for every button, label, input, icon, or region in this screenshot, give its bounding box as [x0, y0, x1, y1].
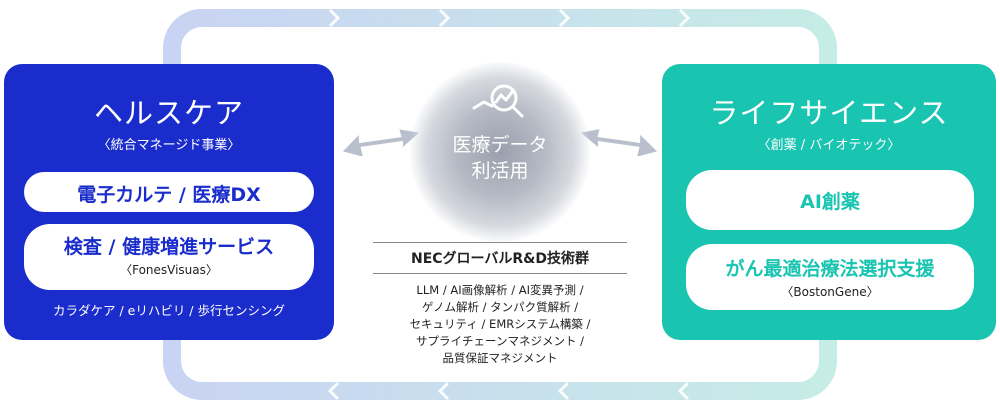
- ai-drug-pill: AI創薬: [686, 170, 974, 230]
- tech-line: セキュリティ / EMRシステム構築 /: [409, 317, 591, 331]
- healthcare-subtitle: 〈統合マネージド事業〉: [97, 138, 241, 153]
- center-label-line2: 利活用: [471, 160, 529, 182]
- tech-box: NECグローバルR&D技術群 LLM / AI画像解析 / AI変異予測 / ゲ…: [373, 242, 627, 367]
- tech-line: サプライチェーンマネジメント /: [416, 334, 584, 348]
- tech-line: 品質保証マネジメント: [442, 351, 558, 365]
- magnifier-chart-icon: [472, 84, 524, 118]
- center-label-line1: 医療データ: [452, 134, 548, 156]
- screening-pill: 検査 / 健康増進サービス 〈FonesVisuas〉: [24, 224, 314, 290]
- healthcare-footer: カラダケア / eリハビリ / 歩行センシング: [52, 303, 285, 318]
- screening-pill-label: 検査 / 健康増進サービス: [63, 236, 275, 258]
- center-glow: [410, 62, 590, 242]
- lifescience-title: ライフサイエンス: [709, 96, 949, 130]
- cancer-therapy-pill: がん最適治療法選択支援 〈BostonGene〉: [686, 244, 974, 310]
- ai-drug-pill-label: AI創薬: [800, 191, 860, 213]
- tech-list: LLM / AI画像解析 / AI変異予測 / ゲノム解析 / タンパク質解析 …: [373, 282, 627, 367]
- screening-pill-sub: 〈FonesVisuas〉: [120, 263, 218, 277]
- healthcare-title: ヘルスケア: [93, 96, 244, 130]
- emr-pill: 電子カルテ / 医療DX: [24, 172, 314, 212]
- emr-pill-label: 電子カルテ / 医療DX: [77, 184, 261, 206]
- cancer-therapy-pill-label: がん最適治療法選択支援: [725, 258, 935, 280]
- healthcare-panel: ヘルスケア 〈統合マネージド事業〉 電子カルテ / 医療DX 検査 / 健康増進…: [4, 64, 334, 340]
- tech-title: NECグローバルR&D技術群: [373, 242, 627, 274]
- tech-line: LLM / AI画像解析 / AI変異予測 /: [416, 283, 584, 297]
- right-double-arrow-icon: [580, 129, 658, 156]
- tech-line: ゲノム解析 / タンパク質解析 /: [421, 300, 579, 314]
- left-double-arrow-icon: [342, 129, 420, 156]
- cancer-therapy-pill-sub: 〈BostonGene〉: [781, 285, 879, 299]
- lifescience-subtitle: 〈創薬 / バイオテック〉: [757, 138, 901, 153]
- lifescience-panel: ライフサイエンス 〈創薬 / バイオテック〉 AI創薬 がん最適治療法選択支援 …: [662, 64, 996, 340]
